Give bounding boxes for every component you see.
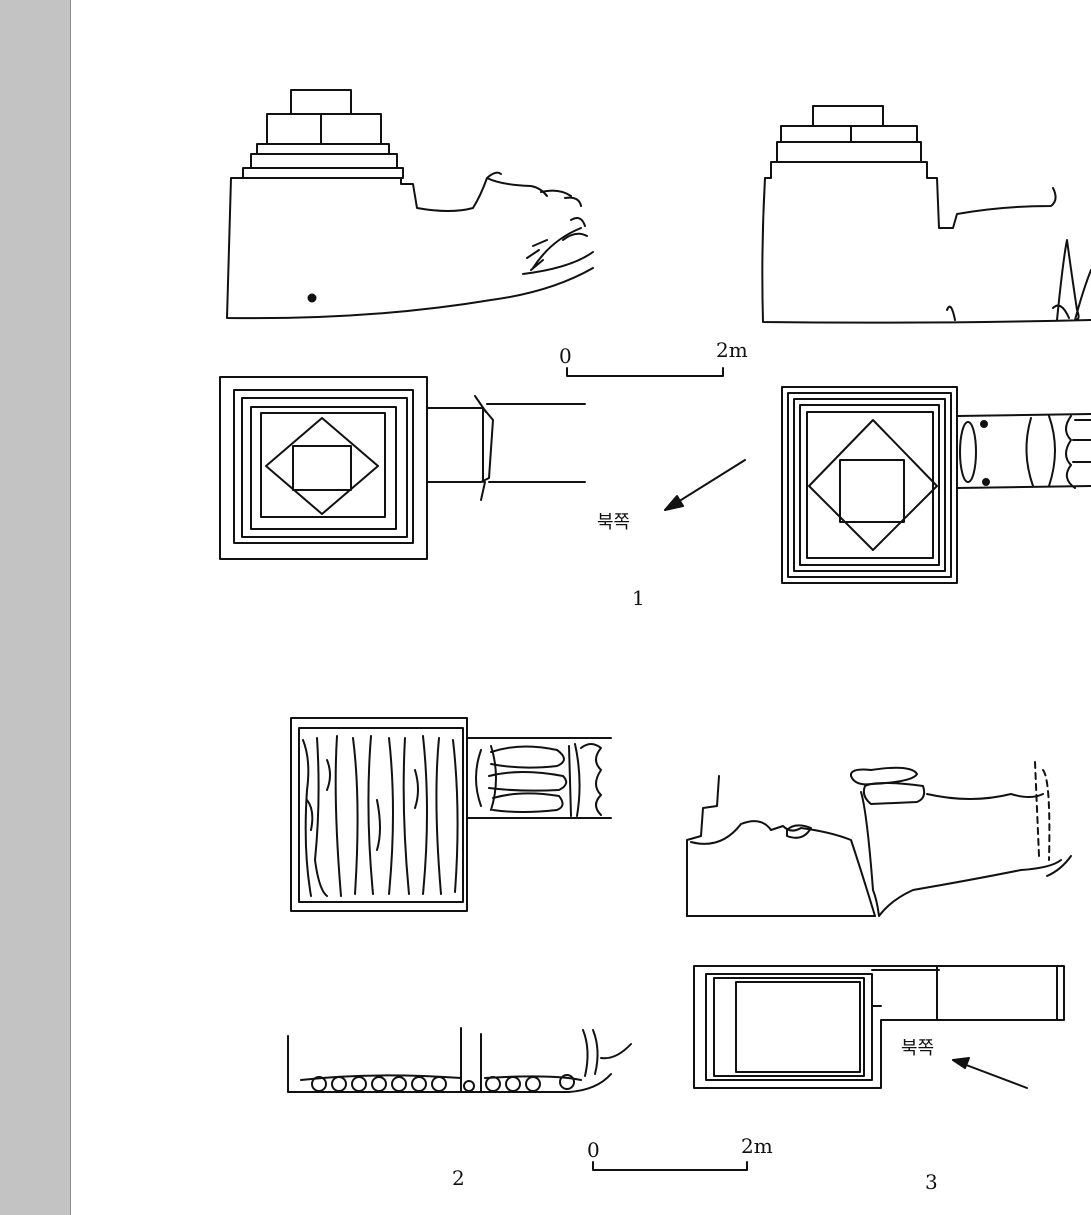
north-arrow-1 <box>664 459 746 511</box>
north-arrow-1-label: 북쪽 <box>597 512 631 533</box>
scale-bar-2 <box>592 1161 748 1171</box>
left-gray-panel <box>0 0 71 1215</box>
figure-number-1: 1 <box>632 586 645 610</box>
figure1-right-plan <box>781 386 1091 584</box>
north-arrow-2 <box>952 1057 1028 1089</box>
drawing-sheet: 0 2m 0 2m 북쪽 북쪽 1 2 3 <box>71 0 1091 1215</box>
figure1-right-elevation <box>761 105 1091 324</box>
scale-bar-1-start-label: 0 <box>559 344 572 368</box>
figure3-elevation <box>686 761 1072 917</box>
north-arrow-2-label: 북쪽 <box>901 1038 935 1059</box>
scale-bar-2-start-label: 0 <box>587 1138 600 1162</box>
figure2-plan <box>290 717 612 912</box>
figure-number-2: 2 <box>452 1166 465 1190</box>
scale-bar-2-end-label: 2m <box>741 1134 773 1158</box>
figure2-section <box>287 1027 632 1093</box>
archaeological-drawings <box>219 89 1091 1171</box>
figure1-elevation <box>226 89 594 320</box>
scale-bar-1-end-label: 2m <box>716 338 748 362</box>
figure-number-3: 3 <box>925 1170 938 1194</box>
scale-bar-1 <box>566 367 724 377</box>
figure1-plan <box>219 376 586 560</box>
figure3-plan <box>693 965 1065 1089</box>
